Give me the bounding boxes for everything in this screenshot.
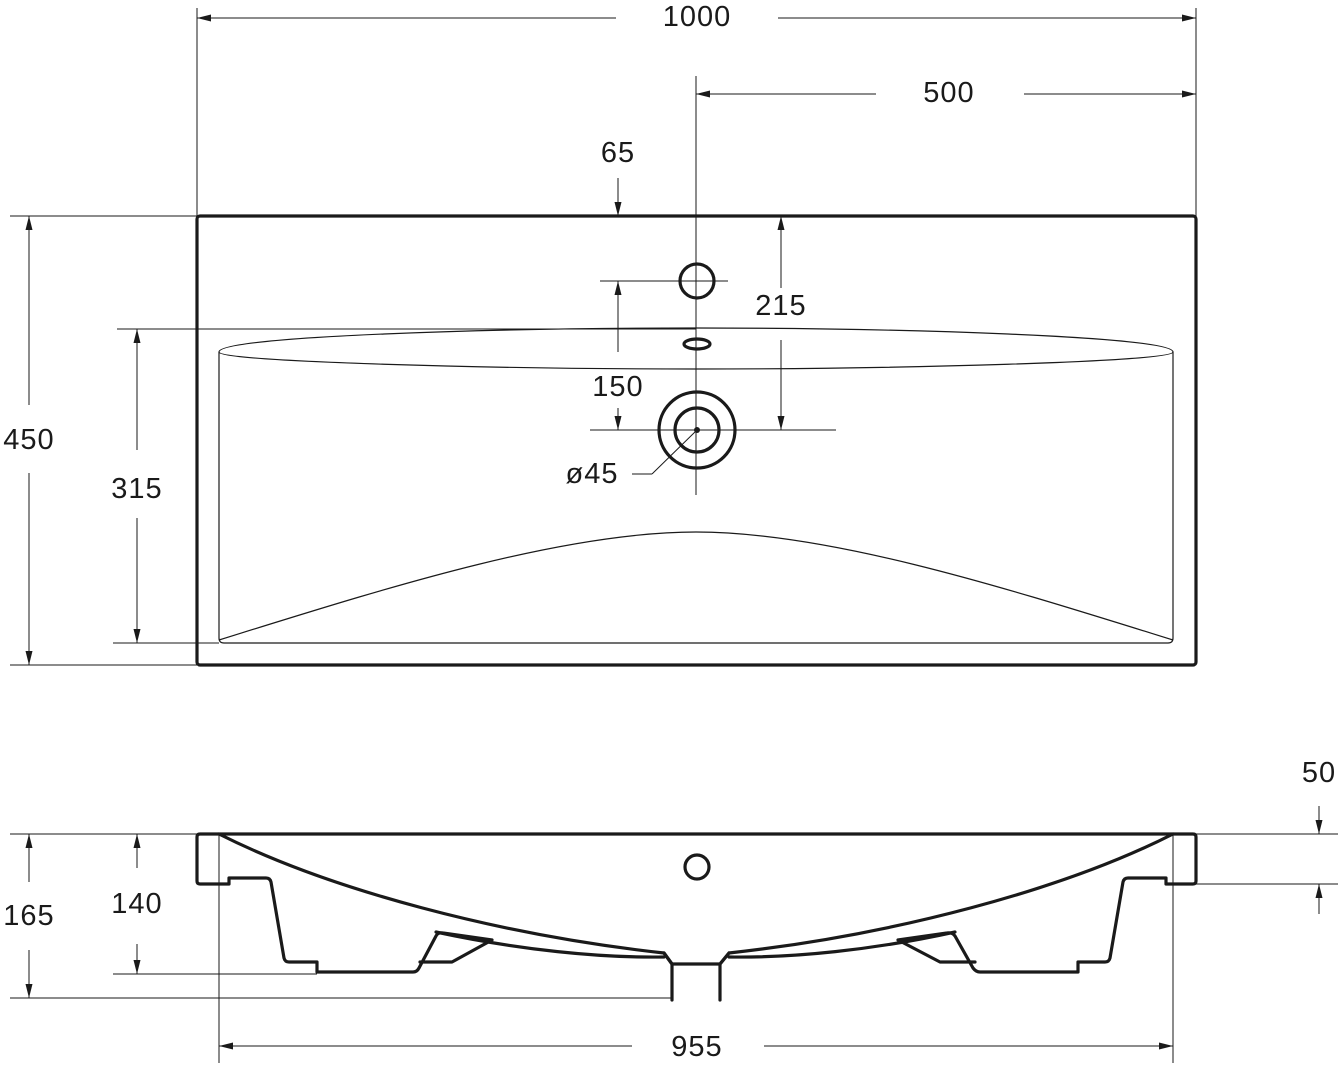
rim-height-label: 50	[1302, 757, 1336, 789]
overflow-slot	[682, 337, 712, 351]
bowl-depth-label: 315	[111, 473, 162, 505]
side-view: 50 165 140 955	[3, 757, 1338, 1063]
bowl-floor-curve	[218, 531, 1174, 641]
faucet-offset-label: 65	[601, 137, 635, 169]
dim-450: 450	[3, 215, 197, 666]
bowl-width-label: 955	[671, 1031, 722, 1063]
faucet-to-drain-label: 215	[755, 290, 806, 322]
half-width-label: 500	[923, 77, 974, 109]
drain-spout	[662, 951, 731, 1002]
dim-65: 65	[601, 137, 635, 352]
dim-diameter: ø45	[566, 429, 698, 490]
total-height-label: 165	[3, 900, 54, 932]
bowl-to-drain-label: 150	[592, 371, 643, 403]
bowl-underside-curve	[434, 930, 957, 959]
dim-315: 315	[111, 328, 696, 644]
dim-150: 150	[592, 371, 643, 430]
dim-500: 500	[696, 77, 1196, 109]
width-label: 1000	[663, 1, 732, 33]
dim-215: 215	[755, 216, 806, 430]
basin-side-outline	[195, 832, 1198, 974]
top-view: 1000 500 65 215	[3, 1, 1198, 667]
bowl-height-label: 140	[111, 888, 162, 920]
drain-diameter-label: ø45	[566, 458, 619, 490]
dim-50: 50	[1196, 757, 1338, 914]
overflow-hole-side	[683, 853, 711, 881]
dim-1000: 1000	[196, 1, 1197, 216]
depth-label: 450	[3, 424, 54, 456]
dim-140: 140	[111, 834, 317, 975]
dim-165: 165	[3, 833, 672, 999]
dim-955: 955	[218, 834, 1174, 1063]
